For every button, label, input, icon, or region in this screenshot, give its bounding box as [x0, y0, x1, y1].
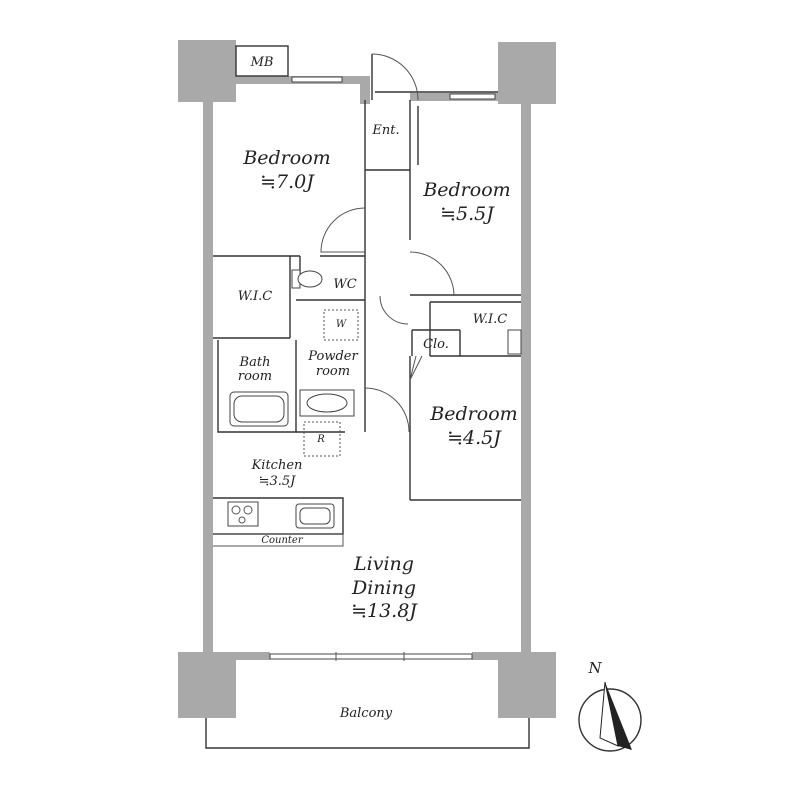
- bathtub: [229, 391, 289, 427]
- entrance-door: [371, 53, 419, 101]
- closet-label: Clo.: [423, 337, 449, 352]
- fridge-box: [303, 421, 341, 457]
- column-bottom-left: [178, 652, 236, 718]
- bedroom-2-name: Bedroom: [422, 179, 510, 201]
- powder-label-line2: room: [316, 364, 350, 379]
- column-top-left: [178, 40, 236, 102]
- counter-label: Counter: [261, 535, 303, 546]
- bedroom-1-size: ≒7.0J: [260, 171, 315, 193]
- ent-label: Ent.: [371, 123, 399, 138]
- washer-label: W: [336, 319, 347, 330]
- mb-box: [235, 45, 289, 77]
- interior-walls: [213, 100, 521, 547]
- kitchen-name: Kitchen: [251, 458, 303, 473]
- bath-label-line2: room: [238, 369, 272, 384]
- bedroom-3-size: ≒4.5J: [447, 427, 502, 449]
- wic-1-label: W.I.C: [238, 289, 272, 304]
- compass-needle: [605, 682, 632, 750]
- kitchen-sink: [295, 503, 335, 529]
- bedroom-3-name: Bedroom: [429, 403, 517, 425]
- compass-ring: [578, 688, 642, 752]
- stove: [227, 501, 259, 527]
- bedroom-2-size: ≒5.5J: [440, 203, 495, 225]
- wc-label: WC: [333, 277, 356, 292]
- powder-label-line1: Powder: [307, 349, 358, 364]
- window-top-left: [291, 76, 343, 83]
- fridge-label: R: [316, 434, 325, 445]
- balcony-label: Balcony: [339, 706, 393, 721]
- compass-needle-tail: [599, 681, 619, 747]
- column-top-right: [498, 42, 556, 104]
- living-label-line2: Dining: [351, 577, 416, 599]
- kitchen-size: ≒3.5J: [259, 474, 297, 489]
- wc-toilet: [291, 269, 323, 289]
- top-wall-segment-2: [360, 76, 370, 104]
- bedroom-1-name: Bedroom: [242, 147, 330, 169]
- compass: N: [578, 659, 642, 752]
- bottom-wall-right: [472, 652, 498, 660]
- living-label-line1: Living: [353, 553, 414, 575]
- powder-sink: [299, 389, 355, 417]
- right-outer-wall: [521, 100, 531, 655]
- bottom-wall-left: [236, 652, 270, 660]
- living-sliding-window: [269, 652, 473, 661]
- interior-doors: [320, 207, 455, 433]
- bath-label-line1: Bath: [239, 355, 271, 370]
- living-size: ≒13.8J: [351, 600, 418, 622]
- mb-label: MB: [250, 55, 274, 70]
- wic-2-label: W.I.C: [473, 312, 507, 327]
- left-outer-wall: [203, 100, 213, 655]
- window-top-right: [449, 93, 496, 100]
- balcony-outline: [205, 718, 530, 749]
- washer-box: [323, 309, 359, 341]
- column-bottom-right: [498, 652, 556, 718]
- compass-north-label: N: [587, 659, 602, 677]
- wic-closet-shelf: [507, 329, 522, 355]
